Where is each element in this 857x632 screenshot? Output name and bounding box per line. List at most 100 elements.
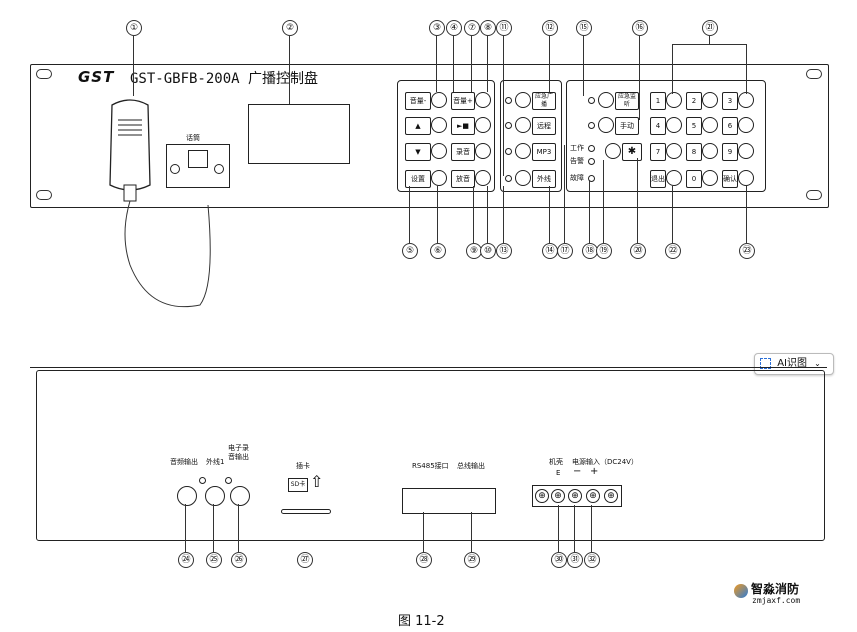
leader-15 [583, 36, 584, 96]
leader-23 [746, 186, 747, 243]
exit-button[interactable]: 退出 [650, 170, 666, 188]
key-3[interactable]: 3 [722, 92, 738, 110]
manual-button[interactable]: 手动 [615, 117, 639, 135]
monitor-knob[interactable] [598, 92, 614, 108]
emergency-button[interactable]: 应急广播 [532, 92, 556, 110]
callout-22: ㉒ [665, 243, 681, 259]
key-2-knob[interactable] [702, 92, 718, 108]
up-button[interactable]: ▲ [405, 117, 431, 135]
callout-20: ⑳ [630, 243, 646, 259]
record-knob[interactable] [475, 143, 491, 159]
record-button[interactable]: 录音 [451, 143, 475, 161]
leader-3 [436, 36, 437, 92]
key-5-knob[interactable] [702, 117, 718, 133]
audio-out-label: 音频输出 [170, 458, 198, 466]
rs485-label: RS485接口 [412, 462, 449, 470]
exit-knob[interactable] [666, 170, 682, 186]
callout-1: ① [126, 20, 142, 36]
zone-button[interactable]: 远程 [532, 117, 556, 135]
callout-18: ⑱ [582, 243, 598, 259]
leader-13 [503, 186, 504, 243]
down-button[interactable]: ▼ [405, 143, 431, 161]
terminal-screw-1: ⊕ [535, 489, 549, 503]
watermark-logo-icon [734, 584, 748, 598]
callout-14: ⑭ [542, 243, 558, 259]
callout-13: ⑬ [496, 243, 512, 259]
callout-3: ③ [429, 20, 445, 36]
key-4[interactable]: 4 [650, 117, 666, 135]
control-group-audio [397, 80, 495, 192]
confirm-button[interactable]: 确认 [722, 170, 738, 188]
vol-plus-button[interactable]: 音量+ [451, 92, 475, 110]
leader-4 [453, 36, 454, 92]
leader-21-right [746, 44, 747, 94]
mp3-button[interactable]: MP3 [532, 143, 556, 161]
star-button[interactable]: ✱ [622, 143, 642, 161]
leader-7 [471, 36, 472, 92]
play-button[interactable]: ►■ [451, 117, 475, 135]
monitor-led [588, 97, 595, 104]
vol-plus-knob[interactable] [475, 92, 491, 108]
emergency-knob[interactable] [515, 92, 531, 108]
work-indicator: 工作 [569, 140, 585, 156]
key-3-knob[interactable] [738, 92, 754, 108]
key-6-knob[interactable] [738, 117, 754, 133]
vol-minus-knob[interactable] [431, 92, 447, 108]
key-4-knob[interactable] [666, 117, 682, 133]
leader-22 [672, 186, 673, 243]
star-knob[interactable] [605, 143, 621, 159]
terminal-screw-2: ⊕ [551, 489, 565, 503]
key-0[interactable]: 0 [686, 170, 702, 188]
down-knob[interactable] [431, 143, 447, 159]
key-9-knob[interactable] [738, 143, 754, 159]
key-8[interactable]: 8 [686, 143, 702, 161]
back-panel [36, 370, 825, 541]
play-knob[interactable] [475, 117, 491, 133]
callout-15: ⑮ [576, 20, 592, 36]
key-8-knob[interactable] [702, 143, 718, 159]
rs485-terminal [402, 488, 496, 514]
playback-button[interactable]: 放音 [451, 170, 475, 188]
callout-8: ⑧ [480, 20, 496, 36]
audio-out-jack [177, 486, 197, 506]
control-group-keypad [566, 80, 766, 192]
callout-16: ⑯ [632, 20, 648, 36]
monitor-button[interactable]: 应急监听 [615, 92, 639, 110]
key-7-knob[interactable] [666, 143, 682, 159]
key-1-knob[interactable] [666, 92, 682, 108]
key-9[interactable]: 9 [722, 143, 738, 161]
setup-button[interactable]: 设置 [405, 170, 431, 188]
external-knob[interactable] [515, 170, 531, 186]
watermark-name: 智淼消防 [751, 582, 800, 596]
external-button[interactable]: 外线 [532, 170, 556, 188]
callout-11: ⑪ [496, 20, 512, 36]
key-0-knob[interactable] [702, 170, 718, 186]
up-knob[interactable] [431, 117, 447, 133]
playback-knob[interactable] [475, 170, 491, 186]
zone-led [505, 122, 512, 129]
key-2[interactable]: 2 [686, 92, 702, 110]
callout-30: ㉚ [551, 552, 567, 568]
setup-knob[interactable] [431, 170, 447, 186]
plus-label: + [590, 466, 599, 477]
callout-12: ⑫ [542, 20, 558, 36]
leader-16 [639, 36, 640, 120]
lcd-display [248, 104, 350, 164]
manual-knob[interactable] [598, 117, 614, 133]
vol-minus-button[interactable]: 音量- [405, 92, 431, 110]
zone-knob[interactable] [515, 117, 531, 133]
leader-30 [558, 505, 559, 552]
key-1[interactable]: 1 [650, 92, 666, 110]
brand-logo: GST [78, 68, 115, 86]
confirm-knob[interactable] [738, 170, 754, 186]
fault-indicator: 故障 [569, 170, 585, 186]
mp3-led [505, 148, 512, 155]
ai-recognize-button[interactable]: AI识图 ⌄ [754, 353, 834, 375]
callout-28: ㉘ [416, 552, 432, 568]
mp3-knob[interactable] [515, 143, 531, 159]
key-7[interactable]: 7 [650, 143, 666, 161]
leader-10 [487, 186, 488, 243]
key-5[interactable]: 5 [686, 117, 702, 135]
ai-chip-label: AI识图 [777, 358, 807, 369]
key-6[interactable]: 6 [722, 117, 738, 135]
